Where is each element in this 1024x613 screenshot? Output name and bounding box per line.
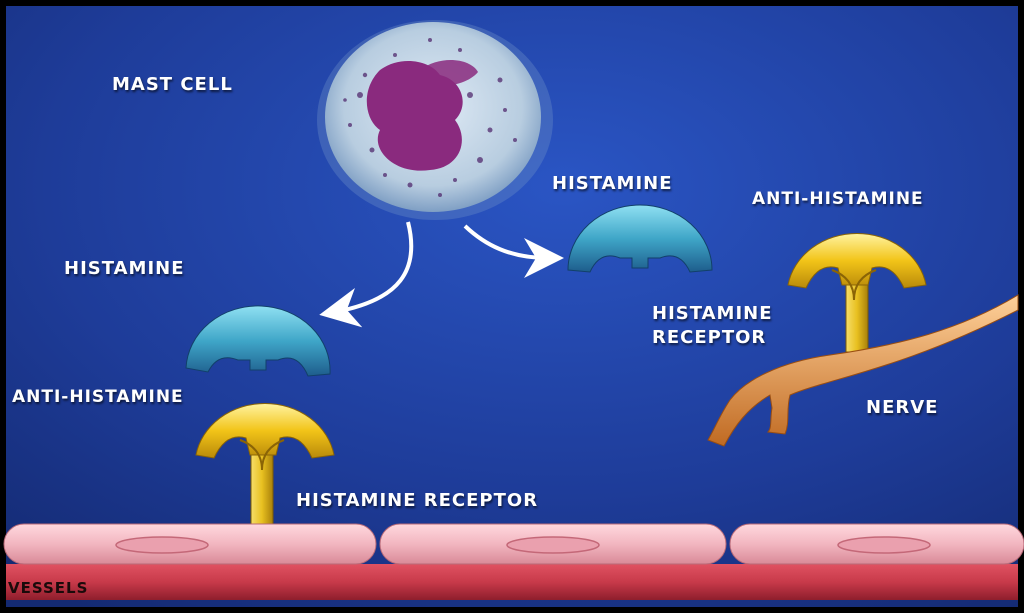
label-histamine-receptor-right-line2: RECEPTOR (652, 327, 767, 348)
vessel-wall (3, 523, 1024, 600)
arrow-to-right-histamine (463, 224, 564, 278)
nerve-fiber (707, 294, 1019, 447)
label-histamine-receptor-right-line1: HISTAMINE (652, 303, 773, 324)
label-anti-histamine-right: ANTI-HISTAMINE (752, 189, 924, 209)
label-anti-histamine-left: ANTI-HISTAMINE (12, 387, 184, 407)
receptor-right (787, 233, 927, 353)
label-vessels: VESSELS (8, 579, 89, 597)
label-histamine-right: HISTAMINE (552, 173, 673, 194)
mast-cell (317, 20, 553, 220)
histamine-molecule-left (185, 305, 331, 377)
mast-cell-granules (343, 38, 517, 197)
mast-cell-nucleus (366, 60, 478, 171)
label-histamine-receptor-bottom: HISTAMINE RECEPTOR (296, 490, 539, 511)
label-mast-cell: MAST CELL (112, 74, 233, 95)
label-nerve: NERVE (866, 397, 939, 418)
histamine-molecule-right (567, 204, 713, 273)
label-histamine-left: HISTAMINE (64, 258, 185, 279)
receptor-left (195, 403, 335, 526)
arrow-to-left-histamine (319, 221, 414, 328)
